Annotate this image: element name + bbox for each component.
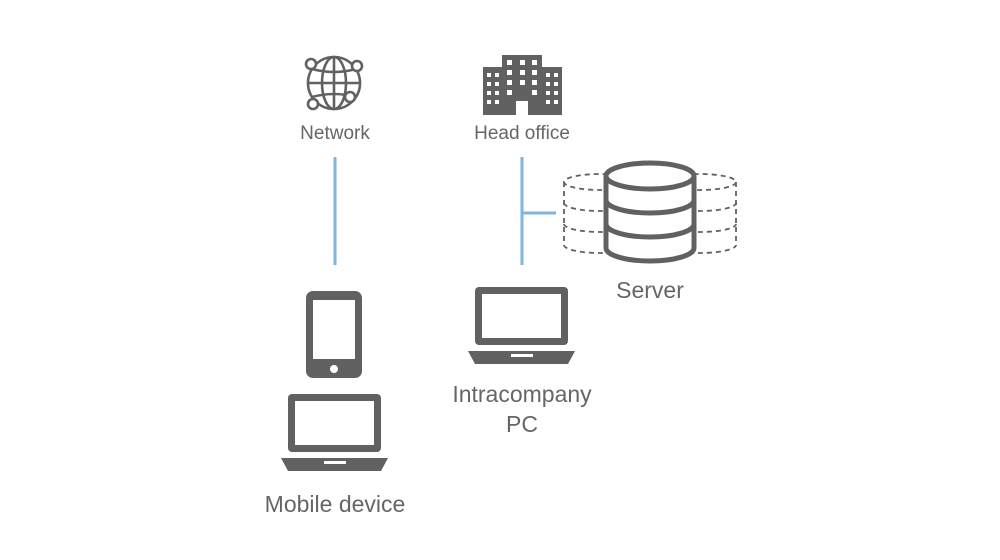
connectors <box>333 157 556 265</box>
intracompany-pc-label-line1: Intracompany <box>452 381 592 407</box>
primary-database <box>603 160 697 264</box>
office-building-icon <box>483 55 562 115</box>
head-office-label: Head office <box>474 123 570 144</box>
globe-network-icon <box>304 55 364 111</box>
server-label: Server <box>616 277 684 303</box>
database-server-icon <box>563 160 737 264</box>
laptop-icon <box>468 287 575 364</box>
network-label: Network <box>300 123 370 144</box>
intracompany-pc-label-line2: PC <box>506 411 538 437</box>
mobile-device-label: Mobile device <box>264 491 406 517</box>
smartphone-icon <box>306 291 362 378</box>
laptop-icon <box>281 394 388 471</box>
intracompany-pc-label: Intracompany PC <box>432 379 612 439</box>
